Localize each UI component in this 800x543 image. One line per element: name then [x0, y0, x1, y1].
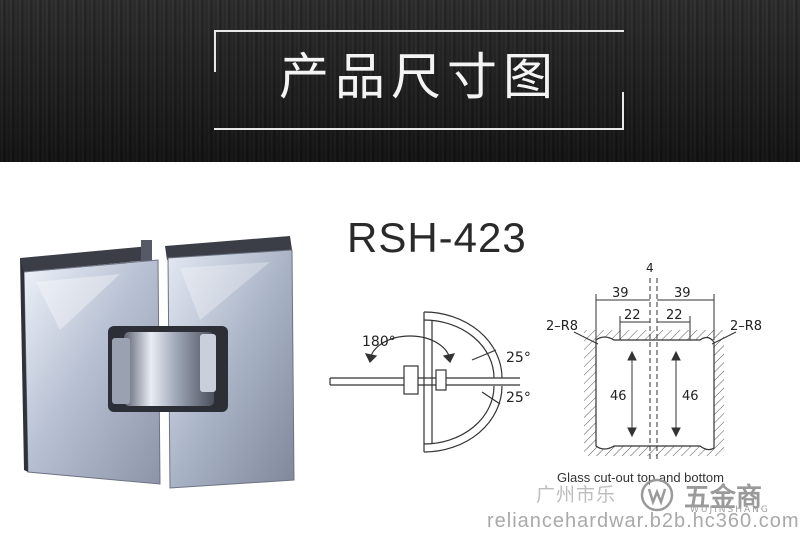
angle-25-top-label: 25° [506, 350, 531, 366]
inner-left-dimension: 22 [624, 308, 641, 323]
watermark-brand-sub: WUJINSHANG [690, 505, 770, 515]
watermark-logo-icon [640, 478, 674, 512]
radius-right-label: 2–R8 [730, 319, 762, 334]
cutout-caption: Glass cut-out top and bottom [557, 470, 724, 485]
outer-left-dimension: 39 [612, 286, 629, 301]
angle-180-label: 180° [362, 334, 396, 350]
watermark-brand: 五金商 [684, 483, 763, 513]
radius-left-label: 2–R8 [546, 319, 578, 334]
height-right-dimension: 46 [682, 389, 699, 404]
header-banner-shade [0, 0, 800, 162]
inner-right-dimension: 22 [666, 308, 683, 323]
title-frame [214, 30, 624, 130]
header-banner [0, 0, 800, 162]
height-left-dimension: 46 [610, 389, 627, 404]
gap-dimension: 4 [646, 261, 654, 275]
model-number: RSH-423 [347, 214, 527, 261]
watermark-url: reliancehardwar.b2b.hc360.com [487, 510, 800, 532]
outer-right-dimension: 39 [674, 286, 691, 301]
watermark-city: 广州市乐 [536, 484, 617, 506]
angle-25-bottom-label: 25° [506, 390, 531, 406]
page-title: 产品尺寸图 [279, 48, 559, 106]
